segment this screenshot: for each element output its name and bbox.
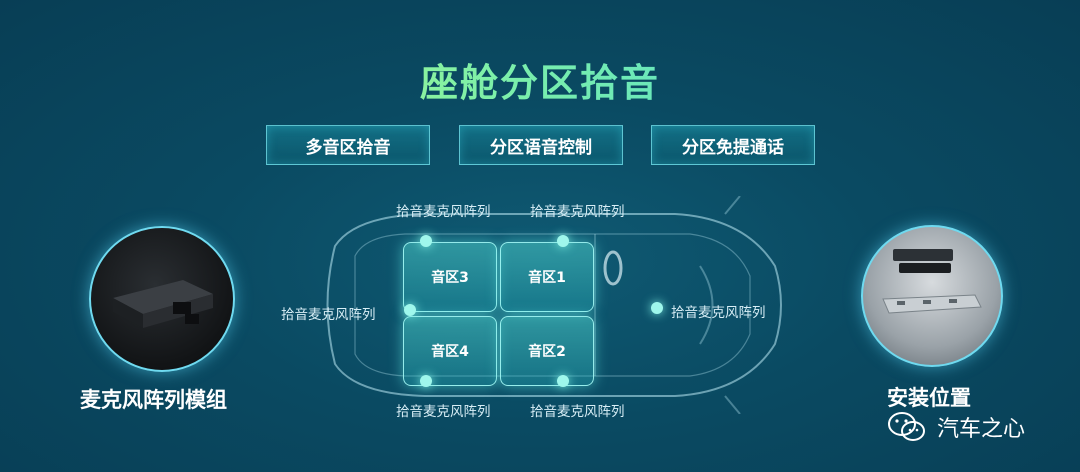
mic-label-bottom-right: 拾音麦克风阵列 xyxy=(530,404,625,420)
mic-dot-bottom-left xyxy=(420,375,432,387)
tab-zone-handsfree-call[interactable]: 分区免提通话 xyxy=(651,125,815,165)
zone-2: 音区2 xyxy=(500,316,594,386)
mic-dot-right xyxy=(651,302,663,314)
tab-zone-voice-control[interactable]: 分区语音控制 xyxy=(459,125,623,165)
wechat-icon xyxy=(888,412,925,441)
mic-label-left: 拾音麦克风阵列 xyxy=(281,307,376,323)
mic-array-module-caption: 麦克风阵列模组 xyxy=(80,388,227,412)
tab-multi-zone-pickup[interactable]: 多音区拾音 xyxy=(266,125,430,165)
page-title: 座舱分区拾音 xyxy=(0,52,1080,107)
mic-array-module-icon xyxy=(113,280,213,328)
mic-label-right: 拾音麦克风阵列 xyxy=(671,305,766,321)
watermark: 汽车之心 xyxy=(887,410,1025,444)
mic-dot-left xyxy=(404,304,416,316)
steering-wheel-icon xyxy=(603,250,623,286)
install-position-icon xyxy=(882,249,982,314)
mic-dot-bottom-right xyxy=(557,375,569,387)
mic-label-top-right: 拾音麦克风阵列 xyxy=(530,204,625,220)
mic-dot-top-left xyxy=(420,235,432,247)
install-position-caption: 安装位置 xyxy=(887,386,971,410)
mic-label-bottom-left: 拾音麦克风阵列 xyxy=(396,404,491,420)
install-position-photo xyxy=(861,225,1003,367)
watermark-text: 汽车之心 xyxy=(937,417,1026,442)
mic-label-top-left: 拾音麦克风阵列 xyxy=(396,204,491,220)
zone-3: 音区3 xyxy=(403,242,497,312)
car-outline-image xyxy=(326,196,782,414)
zone-4: 音区4 xyxy=(403,316,497,386)
zone-1: 音区1 xyxy=(500,242,594,312)
mic-array-module-photo xyxy=(89,226,235,372)
mic-dot-top-right xyxy=(557,235,569,247)
